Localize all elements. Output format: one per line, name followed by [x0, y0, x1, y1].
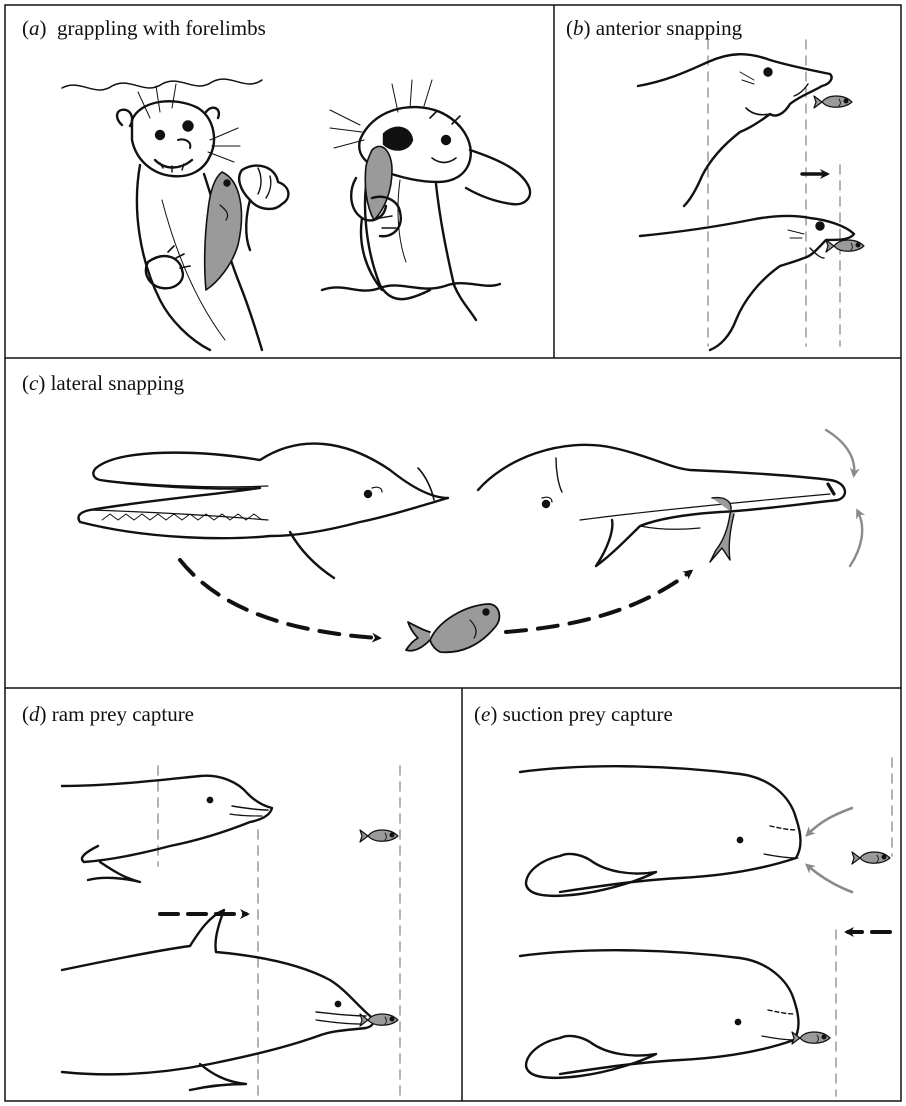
dolphin-right — [478, 445, 845, 566]
panel-a-title: grappling with forelimbs — [57, 16, 266, 40]
panel-c-label: (c) lateral snapping — [22, 371, 184, 396]
dolphin-ram-bottom — [62, 910, 373, 1090]
panel-d-letter: d — [29, 702, 40, 726]
panel-b-title: anterior snapping — [596, 16, 742, 40]
beluga-bottom — [520, 950, 799, 1078]
suction-flow-arrow-top — [808, 808, 852, 834]
sea-lion-bottom — [640, 216, 854, 350]
jaw-closing-arrow-bottom — [850, 512, 862, 566]
panel-b-label: (b) anterior snapping — [566, 16, 742, 41]
fish-target-e — [852, 852, 890, 864]
dolphin-ram-top — [62, 776, 272, 882]
lateral-path-arrow-left — [180, 560, 378, 638]
panel-e-label: (e) suction prey capture — [474, 702, 673, 727]
suction-flow-arrow-bottom — [808, 866, 852, 892]
jaw-closing-arrow-top — [826, 430, 854, 474]
fish-in-beak-c — [710, 498, 734, 562]
panel-e-title: suction prey capture — [503, 702, 673, 726]
panel-b-illustration — [638, 40, 864, 350]
panel-c-title: lateral snapping — [51, 371, 185, 395]
panel-b-letter: b — [573, 16, 584, 40]
panel-d-illustration — [62, 766, 400, 1096]
panel-a-letter: a — [29, 16, 40, 40]
panel-e-illustration — [520, 758, 892, 1096]
otter-right — [322, 80, 530, 320]
fish-target-d — [360, 830, 398, 842]
otter-left — [117, 84, 288, 350]
panel-e-letter: e — [481, 702, 490, 726]
fish-swimming-c — [406, 604, 499, 652]
fish-in-mouth-b — [826, 240, 864, 252]
panel-a-label: (a) grappling with forelimbs — [22, 16, 266, 41]
panel-d-label: (d) ram prey capture — [22, 702, 194, 727]
panel-d-title: ram prey capture — [52, 702, 194, 726]
panel-c-illustration — [78, 430, 862, 652]
panel-a-illustration — [62, 79, 530, 350]
dolphin-left — [78, 444, 448, 578]
panel-c-letter: c — [29, 371, 38, 395]
sea-lion-top — [638, 54, 832, 206]
fish-ahead-top — [814, 96, 852, 108]
beluga-top — [520, 766, 801, 896]
water-surface-line — [62, 79, 262, 90]
lateral-path-arrow-right — [506, 572, 690, 632]
